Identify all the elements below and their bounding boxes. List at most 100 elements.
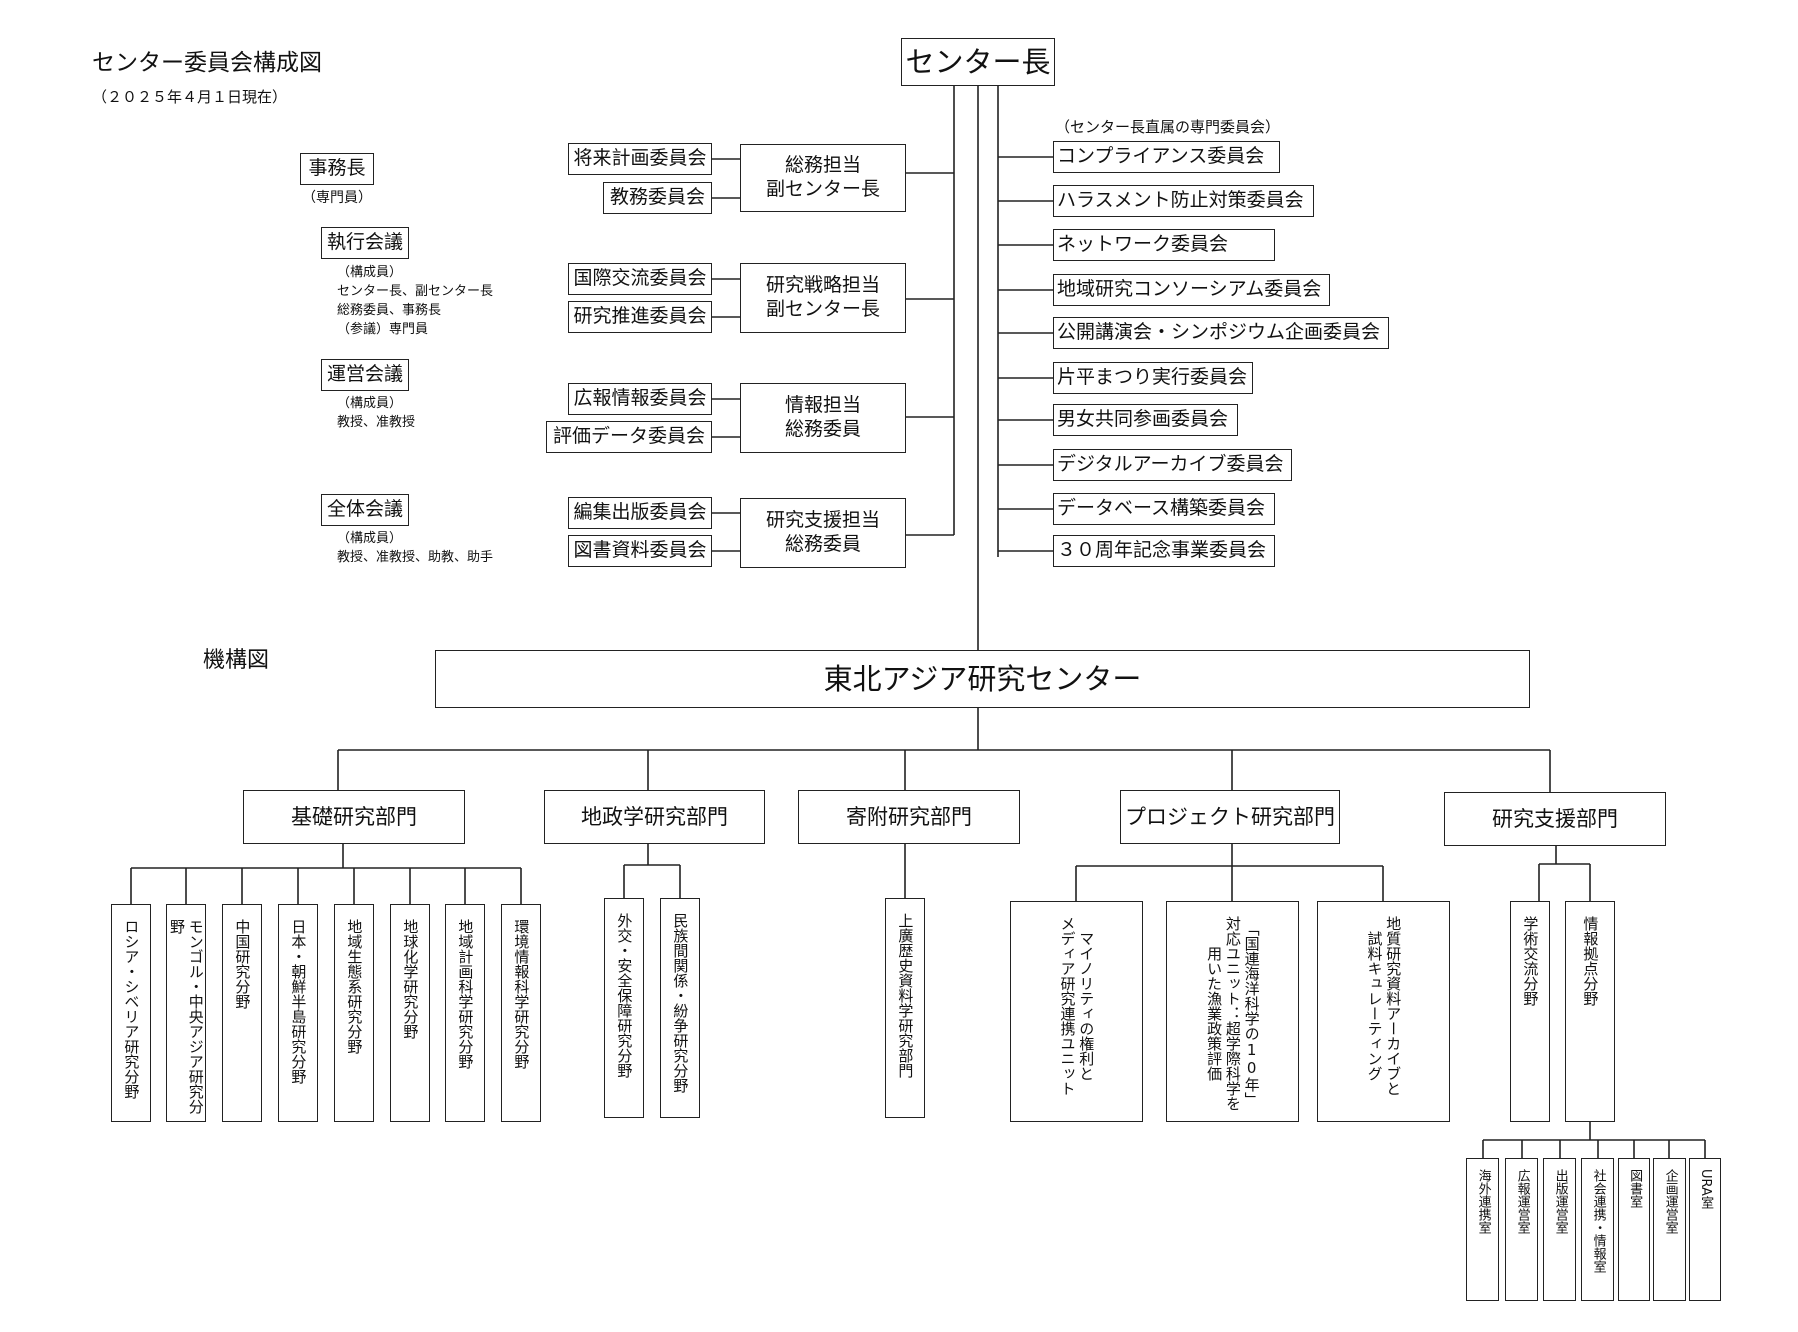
office-overseas-collaboration: 海外連携室: [1466, 1158, 1499, 1301]
committee-editing-publishing: 編集出版委員会: [568, 497, 712, 529]
dept-endowed: 寄附研究部門: [798, 790, 1020, 844]
committee-library-materials: 図書資料委員会: [568, 535, 712, 567]
dept-label: プロジェクト研究部門: [1125, 804, 1335, 829]
direct-committee-9: ３０周年記念事業委員会: [1053, 535, 1275, 567]
unit-line: 「国連海洋科学の10年」: [1242, 920, 1261, 1107]
direct-committee-label: 男女共同参画委員会: [1057, 408, 1229, 431]
executive-members-1: センター長、副センター長: [337, 284, 494, 299]
office-label: 図書室: [1627, 1169, 1643, 1208]
unit-label: 中国研究分野: [233, 919, 252, 1009]
direct-committee-label: コンプライアンス委員会: [1057, 145, 1265, 168]
unit-label: ロシア・シベリア研究分野: [122, 919, 141, 1099]
direct-committee-6: 男女共同参画委員会: [1053, 404, 1238, 436]
direct-committee-label: 片平まつり実行委員会: [1057, 366, 1248, 389]
committee-future-planning: 将来計画委員会: [568, 143, 712, 175]
committee-label: 教務委員会: [609, 186, 705, 209]
committee-label: 編集出版委員会: [573, 501, 707, 524]
general-meeting-box: 全体会議: [321, 494, 409, 526]
secretary-box: 事務長: [300, 153, 374, 185]
executive-members-2: 総務委員、事務長: [337, 303, 442, 318]
secretary-label: 事務長: [308, 157, 366, 180]
unit-label: 日本・朝鮮半島研究分野: [289, 919, 308, 1084]
unit-label: 外交・安全保障研究分野: [615, 913, 634, 1078]
unit-label: 地域計画科学研究分野: [456, 919, 475, 1069]
office-social-collaboration-information: 社会連携・情報室: [1581, 1158, 1614, 1301]
dept-label: 地政学研究部門: [581, 804, 728, 829]
committee-label: 図書資料委員会: [573, 539, 707, 562]
dept-basic-research: 基礎研究部門: [243, 790, 465, 844]
direct-committee-4: 公開講演会・シンポジウム企画委員会: [1053, 317, 1389, 349]
secretary-note: （専門員）: [302, 190, 372, 206]
unit-mongolia-central-asia: モンゴル・中央アジア研究分野: [166, 904, 206, 1122]
committee-label: 将来計画委員会: [573, 147, 707, 170]
committee-label: 研究推進委員会: [573, 305, 707, 328]
leader-role: 情報担当: [784, 394, 861, 417]
dept-label: 寄附研究部門: [846, 804, 972, 829]
office-label: URA室: [1698, 1169, 1714, 1209]
unit-academic-exchange: 学術交流分野: [1510, 901, 1550, 1122]
dept-label: 基礎研究部門: [291, 804, 417, 829]
leader-role: 研究戦略担当: [765, 274, 880, 297]
center-name: 東北アジア研究センター: [823, 661, 1142, 696]
unit-line: メディア研究連携ユニット: [1058, 916, 1077, 1096]
dept-research-support: 研究支援部門: [1444, 792, 1666, 846]
unit-label: 環境情報科学研究分野: [512, 919, 531, 1069]
executive-members-0: （構成員）: [337, 265, 403, 280]
committee-research-promotion: 研究推進委員会: [568, 301, 712, 333]
office-planning-operations: 企画運営室: [1653, 1158, 1686, 1301]
general-members-1: 教授、准教授、助教、助手: [337, 550, 494, 565]
management-meeting-box: 運営会議: [321, 359, 409, 391]
management-members-0: （構成員）: [337, 396, 403, 411]
committee-pr-information: 広報情報委員会: [568, 383, 712, 415]
office-pr-operations: 広報運営室: [1505, 1158, 1538, 1301]
committee-label: 評価データ委員会: [552, 425, 705, 448]
unit-information-hub: 情報拠点分野: [1565, 901, 1615, 1122]
direct-committee-label: ハラスメント防止対策委員会: [1057, 189, 1304, 212]
leader-title: 総務委員: [784, 533, 861, 555]
executive-members-3: （参議）専門員: [337, 322, 429, 337]
direct-committee-8: データベース構築委員会: [1053, 493, 1275, 525]
unit-ethnic-relations: 民族間関係・紛争研究分野: [660, 898, 700, 1118]
dept-project: プロジェクト研究部門: [1120, 790, 1340, 844]
unit-line: 地質研究資料アーカイブと: [1384, 916, 1403, 1096]
management-meeting-label: 運営会議: [326, 363, 403, 386]
unit-line: マイノリティの権利と: [1077, 931, 1096, 1081]
center-director-box: センター長: [901, 38, 1055, 86]
direct-committees-note: （センター長直属の専門委員会）: [1055, 118, 1281, 136]
unit-japan-korea: 日本・朝鮮半島研究分野: [278, 904, 318, 1122]
unit-label: 民族間関係・紛争研究分野: [671, 913, 690, 1093]
office-label: 企画運営室: [1662, 1169, 1678, 1234]
unit-regional-ecosystems: 地域生態系研究分野: [334, 904, 374, 1122]
executive-meeting-label: 執行会議: [326, 231, 403, 254]
org-chart-title: 機構図: [203, 648, 270, 673]
office-ura: URA室: [1689, 1158, 1721, 1301]
leader-title: 総務委員: [784, 418, 861, 440]
direct-committee-0: コンプライアンス委員会: [1053, 141, 1280, 173]
direct-committee-label: デジタルアーカイブ委員会: [1057, 453, 1284, 476]
unit-line: 対応ユニット：超学際科学を: [1223, 916, 1242, 1111]
unit-ocean-decade: 「国連海洋科学の10年」 対応ユニット：超学際科学を 用いた漁業政策評価: [1166, 901, 1299, 1122]
direct-committee-label: 地域研究コンソーシアム委員会: [1057, 278, 1322, 301]
unit-china: 中国研究分野: [222, 904, 262, 1122]
leader-role: 総務担当: [784, 154, 861, 177]
committee-international-exchange: 国際交流委員会: [568, 263, 712, 295]
leader-research-support: 研究支援担当 総務委員: [740, 498, 906, 568]
direct-committee-2: ネットワーク委員会: [1053, 229, 1275, 261]
unit-label: 学術交流分野: [1521, 916, 1540, 1006]
committee-label: 国際交流委員会: [573, 267, 707, 290]
unit-label: 情報拠点分野: [1581, 916, 1600, 1006]
unit-label: モンゴル・中央アジア研究分野: [168, 919, 205, 1114]
office-label: 社会連携・情報室: [1590, 1169, 1606, 1273]
direct-committee-label: データベース構築委員会: [1057, 497, 1266, 520]
unit-label: 地球化学研究分野: [401, 919, 420, 1039]
general-members-0: （構成員）: [337, 531, 403, 546]
unit-label: 上廣歴史資料学研究部門: [896, 913, 915, 1078]
unit-uehiro-historical-materials: 上廣歴史資料学研究部門: [885, 898, 925, 1118]
unit-line: 用いた漁業政策評価: [1205, 946, 1224, 1081]
direct-committee-label: ３０周年記念事業委員会: [1057, 539, 1267, 562]
center-box: 東北アジア研究センター: [435, 650, 1530, 708]
direct-committee-7: デジタルアーカイブ委員会: [1053, 449, 1292, 481]
office-label: 出版運営室: [1552, 1169, 1568, 1234]
committee-label: 広報情報委員会: [573, 387, 707, 410]
